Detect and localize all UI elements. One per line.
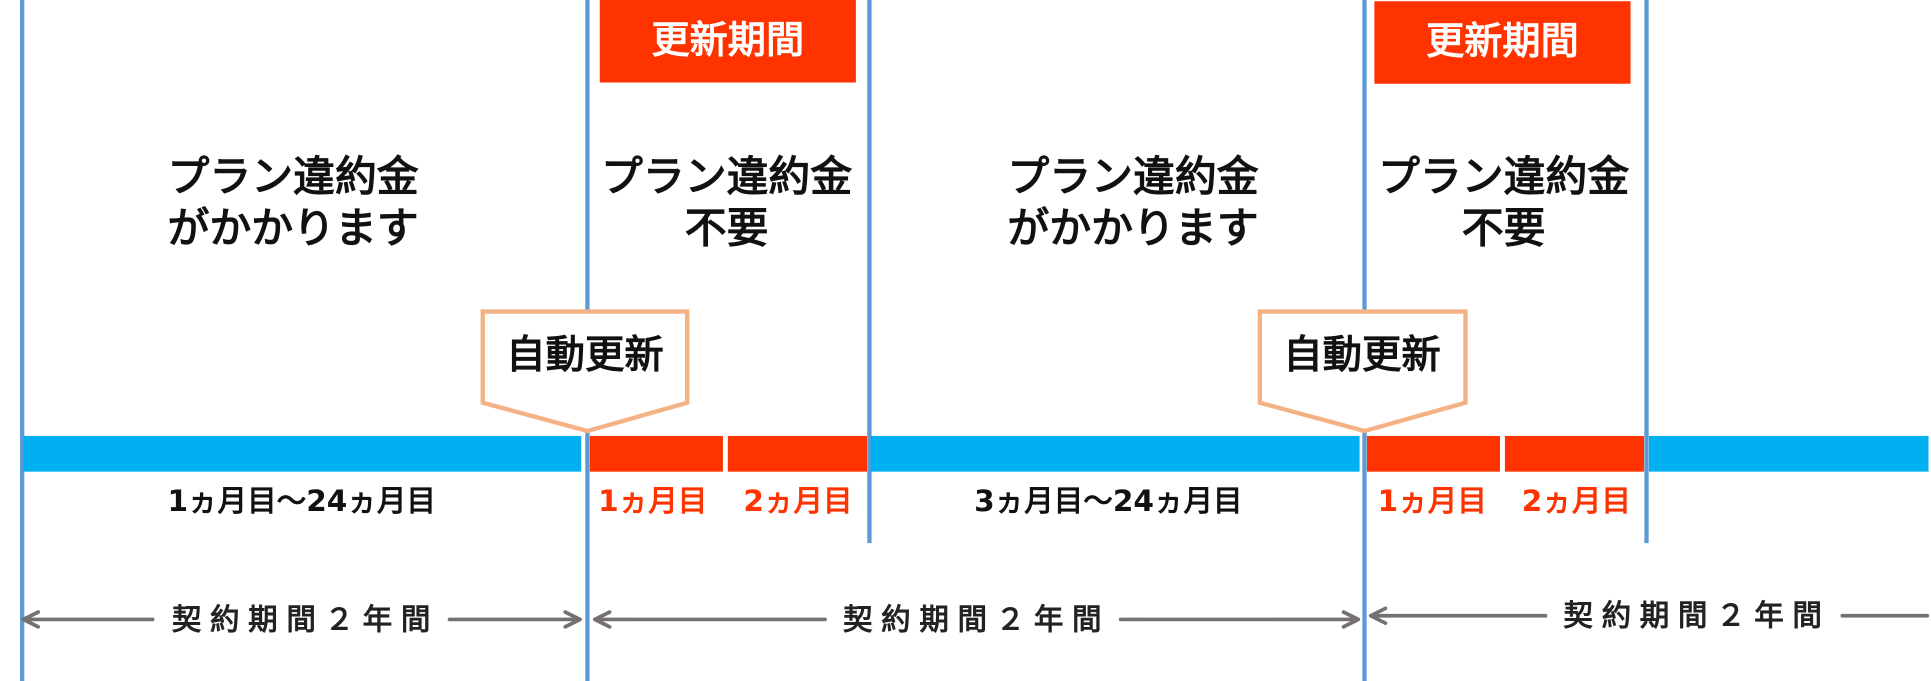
section-line-2: 不要 (685, 204, 769, 253)
section-line-1: プラン違約金 (1378, 152, 1629, 201)
contract-period-label: 契約期間２年間 (843, 602, 1110, 636)
renewal-period-box (1374, 1, 1631, 84)
section-line-2: がかかります (1007, 204, 1258, 253)
month-labels: 1ヵ月目〜24ヵ月目 1ヵ月目 2ヵ月目 3ヵ月目〜24ヵ月目 1ヵ月目 2ヵ月… (167, 484, 1630, 518)
timeline-segment-contract (1648, 435, 1929, 472)
month-label: 3ヵ月目〜24ヵ月目 (974, 484, 1243, 518)
renewal-period-label: 更新期間 (1426, 20, 1579, 64)
auto-renewal-label: 自動更新 (506, 332, 664, 378)
contract-period-label: 契約期間２年間 (1563, 599, 1830, 633)
divider-lines (20, 0, 1649, 681)
section-description: プラン違約金 がかかります (168, 152, 419, 253)
month-label: 1ヵ月目〜24ヵ月目 (167, 484, 436, 518)
month-label-renewal: 1ヵ月目 (1378, 484, 1487, 518)
month-label-renewal: 1ヵ月目 (598, 484, 707, 518)
section-line-1: プラン違約金 (1007, 152, 1258, 201)
auto-renewal-callout: 自動更新 (480, 309, 690, 434)
section-description: プラン違約金 がかかります (1007, 152, 1258, 253)
timeline-segment-renewal (1366, 435, 1500, 472)
contract-period-label: 契約期間２年間 (172, 602, 439, 636)
arrow-right-head (1341, 610, 1361, 629)
section-line-2: がかかります (168, 204, 419, 253)
renewal-period-label: 更新期間 (651, 19, 804, 63)
contract-period-arrow: 契約期間２年間 (21, 602, 582, 636)
timeline-segment-renewal (589, 435, 723, 472)
arrow-right-head (563, 610, 582, 629)
section-line-1: プラン違約金 (601, 152, 852, 201)
contract-period-arrow: 契約期間２年間 (592, 602, 1361, 636)
renewal-period-header: 更新期間 (1374, 1, 1631, 84)
auto-renewal-label: 自動更新 (1283, 332, 1441, 378)
renewal-period-header: 更新期間 (599, 0, 856, 83)
contract-period-arrow: 契約期間２年間 (1368, 599, 1930, 633)
section-description: プラン違約金 不要 (1378, 152, 1629, 253)
timeline-bar (23, 435, 1929, 472)
callout-shape (1257, 309, 1468, 434)
month-label-renewal: 2ヵ月目 (1522, 484, 1631, 518)
timeline-segment-renewal (1504, 435, 1645, 472)
month-label-renewal: 2ヵ月目 (743, 484, 852, 518)
callout-shape (480, 309, 690, 434)
renewal-period-box (599, 0, 856, 83)
timeline-segment-renewal (727, 435, 867, 472)
section-line-1: プラン違約金 (168, 152, 419, 201)
timeline-segment-contract (23, 435, 582, 472)
timeline-segment-contract (870, 435, 1360, 472)
section-line-2: 不要 (1462, 204, 1546, 253)
auto-renewal-callout: 自動更新 (1257, 309, 1468, 434)
section-description: プラン違約金 不要 (601, 152, 852, 253)
